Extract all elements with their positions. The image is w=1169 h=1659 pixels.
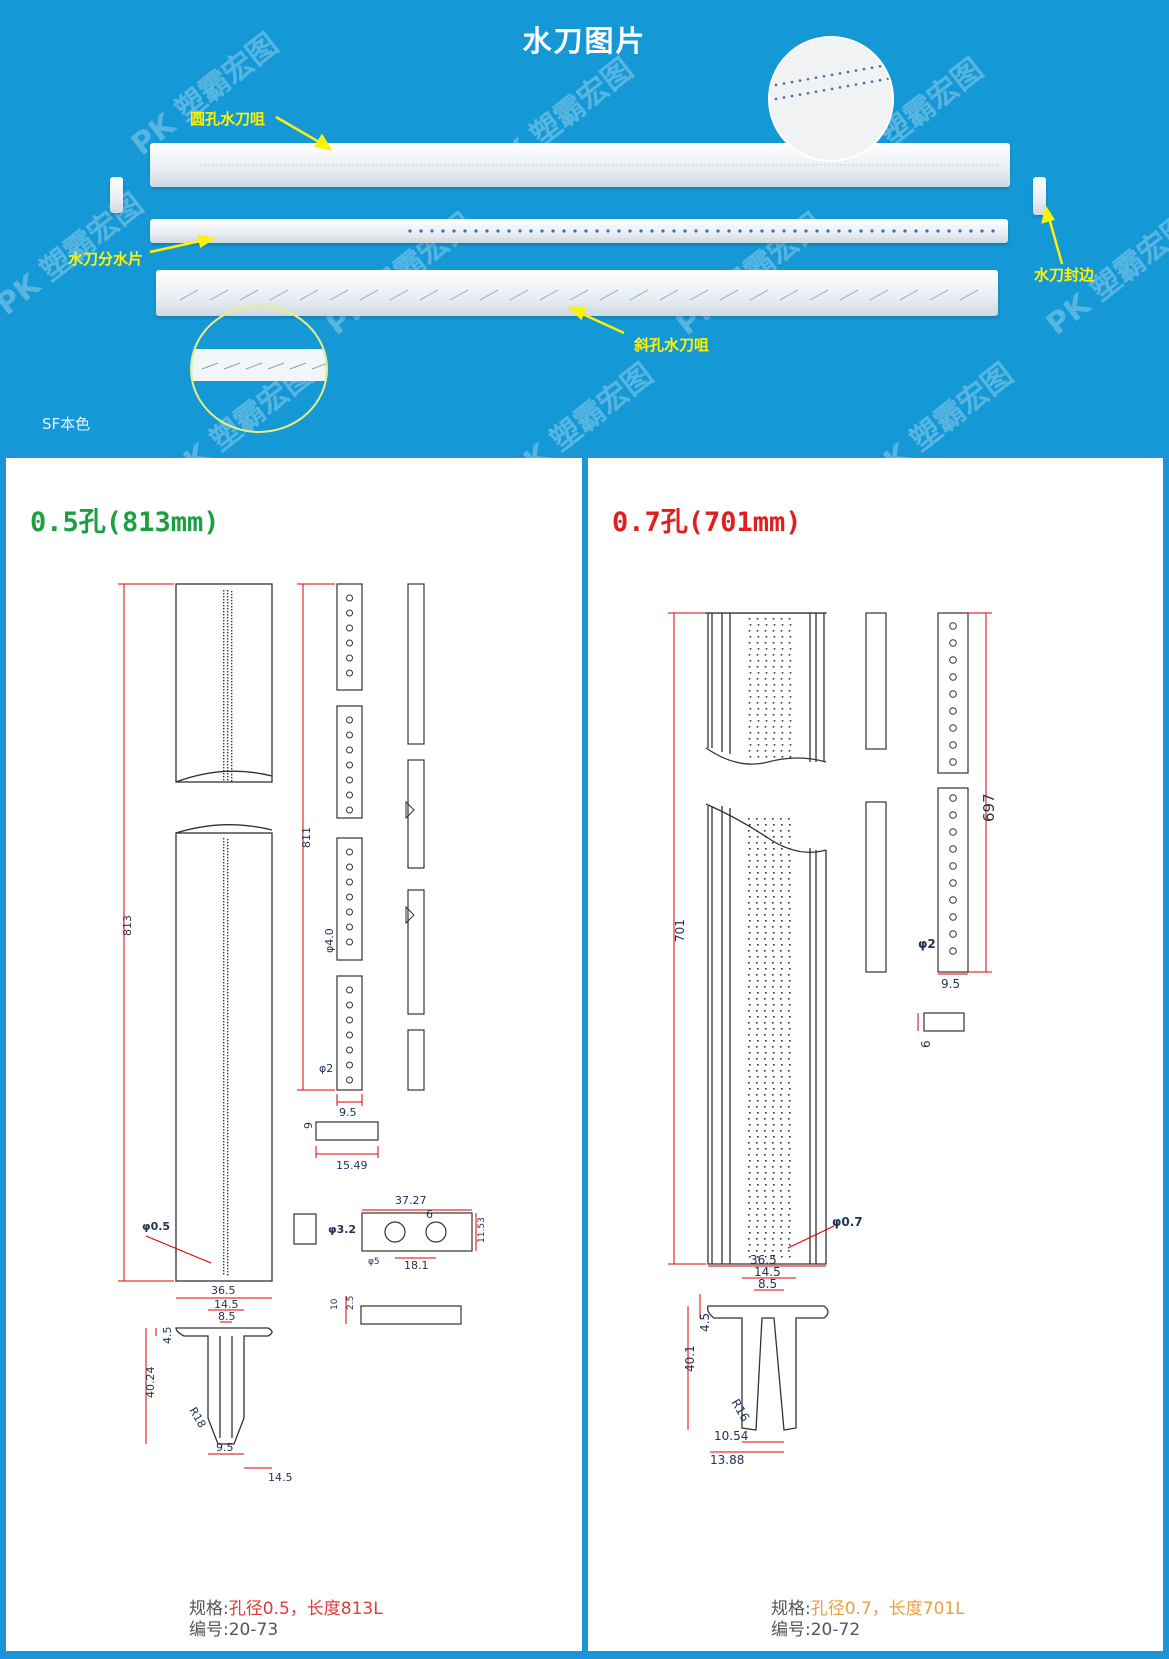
dim-w85: 8.5 <box>758 1277 777 1291</box>
right-spec-label: 规格: <box>771 1599 811 1619</box>
dim-small-hole: φ2 <box>918 937 936 951</box>
left-code-value: 20-73 <box>228 1620 279 1640</box>
dim-w145: 14.5 <box>214 1298 239 1311</box>
left-spec-label: 规格: <box>189 1599 229 1619</box>
right-drawing-panel: 0.7孔(701mm) 701 φ0.7 <box>588 458 1163 1651</box>
dim-inner-length: 697 <box>980 793 998 822</box>
dim-pitch: φ4.0 <box>323 928 336 953</box>
left-spec: 规格:孔径0.5，长度813L 编号:20-73 <box>189 1599 383 1641</box>
dim-b1054: 10.54 <box>714 1429 748 1443</box>
right-technical-drawing: 701 φ0.7 697 φ2 9.5 6 <box>668 612 998 1467</box>
dim-w365: 36.5 <box>750 1253 777 1267</box>
seal-piece-left <box>110 177 123 213</box>
dim-width-95: 9.5 <box>339 1106 357 1119</box>
dim-6: 6 <box>919 1040 933 1048</box>
seal-piece-right <box>1033 177 1046 215</box>
dim-total-length: 701 <box>673 919 687 942</box>
dim-r18: R18 <box>186 1405 208 1430</box>
dim-h401: 40.1 <box>683 1345 697 1372</box>
dim-b1388: 13.88 <box>710 1453 744 1467</box>
dim-phi5: φ5 <box>368 1257 380 1267</box>
left-spec-value: 孔径0.5，长度813L <box>228 1599 383 1619</box>
dim-h45: 4.5 <box>698 1313 712 1332</box>
bar-details <box>149 115 1064 335</box>
zoom-circle-holes <box>768 36 894 162</box>
material-note: SF本色 <box>42 415 91 433</box>
dim-6: 6 <box>426 1208 433 1221</box>
dim-inner-length: 811 <box>300 827 313 848</box>
dim-10: 10 <box>330 1298 340 1310</box>
dim-181: 18.1 <box>404 1259 429 1272</box>
dim-3727: 37.27 <box>395 1194 427 1207</box>
dim-25: 2.5 <box>346 1296 356 1310</box>
dim-b145: 14.5 <box>268 1471 293 1484</box>
left-code-label: 编号: <box>189 1620 229 1640</box>
right-spec-value: 孔径0.7，长度701L <box>810 1599 965 1619</box>
dim-h45: 4.5 <box>161 1327 174 1345</box>
dim-r16: R16 <box>728 1397 752 1424</box>
dim-small-hole: φ2 <box>319 1062 333 1075</box>
dim-w145: 14.5 <box>754 1265 781 1279</box>
dim-1153: 11.53 <box>477 1217 487 1243</box>
zoom-circle-slants <box>190 305 328 433</box>
dim-1549: 15.49 <box>336 1159 368 1172</box>
divider-bar <box>150 219 1008 243</box>
dim-b95: 9.5 <box>216 1441 234 1454</box>
label-seal: 水刀封边 <box>1034 266 1095 284</box>
photo-title: 水刀图片 <box>522 24 647 58</box>
dim-w85: 8.5 <box>218 1310 236 1323</box>
label-divider: 水刀分水片 <box>68 250 144 268</box>
right-spec: 规格:孔径0.7，长度701L 编号:20-72 <box>771 1599 965 1641</box>
label-slant-hole: 斜孔水刀咀 <box>634 336 710 354</box>
dim-width-95: 9.5 <box>941 977 960 991</box>
right-code-value: 20-72 <box>810 1620 861 1640</box>
dim-h4024: 40.24 <box>144 1367 157 1399</box>
right-panel-title: 0.7孔(701mm) <box>612 507 802 538</box>
dim-9: 9 <box>302 1122 315 1129</box>
left-drawing-panel: 0.5孔(813mm) 813 φ0.5 <box>6 458 582 1651</box>
product-photo: 水刀图片 PK 塑霸宏图 PK 塑霸宏图 PK 塑霸宏图 PK 塑霸宏图 PK … <box>0 0 1169 493</box>
zoom-slants-detail <box>201 362 326 370</box>
zoom-holes-detail <box>774 63 890 101</box>
right-code-label: 编号: <box>771 1620 811 1640</box>
dim-w365: 36.5 <box>211 1284 236 1297</box>
dim-hole-dia: φ0.7 <box>832 1215 863 1229</box>
label-round-hole: 圆孔水刀咀 <box>190 110 266 128</box>
left-technical-drawing: 813 φ0.5 811 φ4.0 φ2 9.5 <box>118 583 487 1484</box>
left-panel-title: 0.5孔(813mm) <box>30 507 220 538</box>
dim-phi32: φ3.2 <box>328 1223 356 1236</box>
dim-hole-dia: φ0.5 <box>142 1220 170 1233</box>
dim-total-length: 813 <box>121 915 134 936</box>
